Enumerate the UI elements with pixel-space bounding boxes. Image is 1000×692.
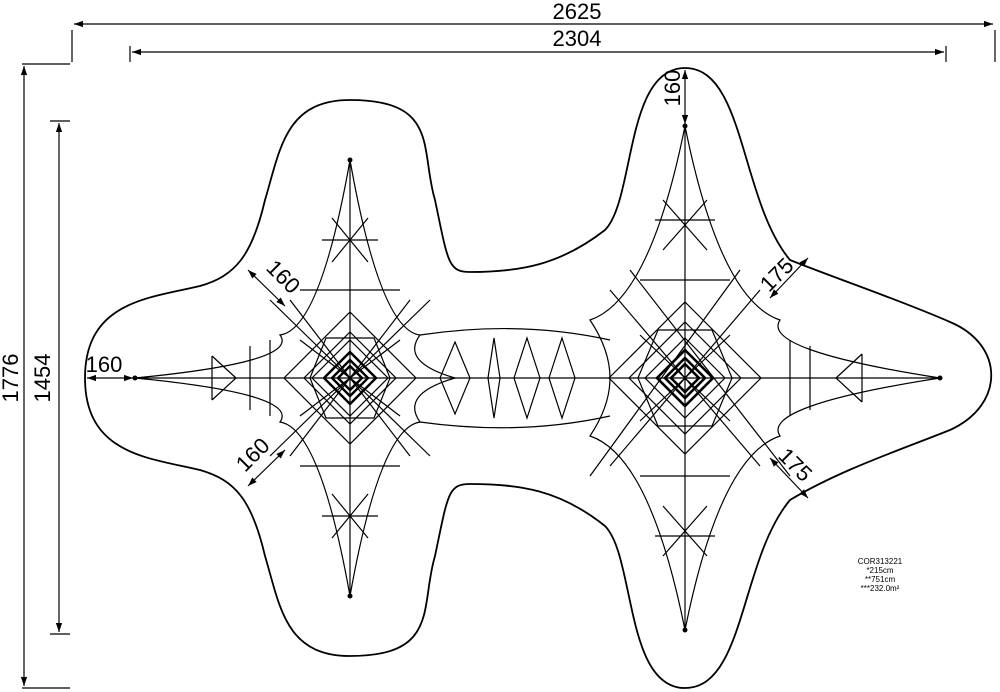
clearance-lower-right-label: 175	[773, 443, 817, 487]
connecting-bridge	[419, 327, 611, 429]
info-line-2: **751cm	[865, 575, 896, 584]
left-net-star	[134, 159, 458, 597]
anchor-points	[132, 123, 943, 633]
clearance-left-label: 160	[86, 352, 123, 377]
dimension-inner-width	[129, 46, 947, 62]
info-line-3: ***232.0m²	[861, 584, 900, 593]
overall-height-label: 1776	[0, 354, 23, 403]
clearance-upper-left-label: 160	[261, 255, 305, 299]
product-code: COR313221	[858, 557, 903, 566]
dimension-overall-height	[20, 63, 70, 689]
inner-width-label: 2304	[553, 26, 602, 51]
right-net-star	[589, 125, 941, 631]
dimension-inner-height	[50, 120, 70, 635]
dimension-overall-width	[71, 20, 996, 62]
inner-height-label: 1454	[30, 354, 55, 403]
clearance-upper-right-label: 175	[755, 253, 799, 297]
safety-zone-outline	[84, 67, 993, 689]
clearance-lower-left-label: 160	[231, 433, 275, 477]
clearance-arrows	[87, 70, 809, 499]
clearance-top-label: 160	[660, 70, 685, 107]
info-block: COR313221 *215cm **751cm ***232.0m²	[858, 557, 903, 593]
info-line-1: *215cm	[866, 566, 893, 575]
overall-width-label: 2625	[553, 0, 602, 24]
